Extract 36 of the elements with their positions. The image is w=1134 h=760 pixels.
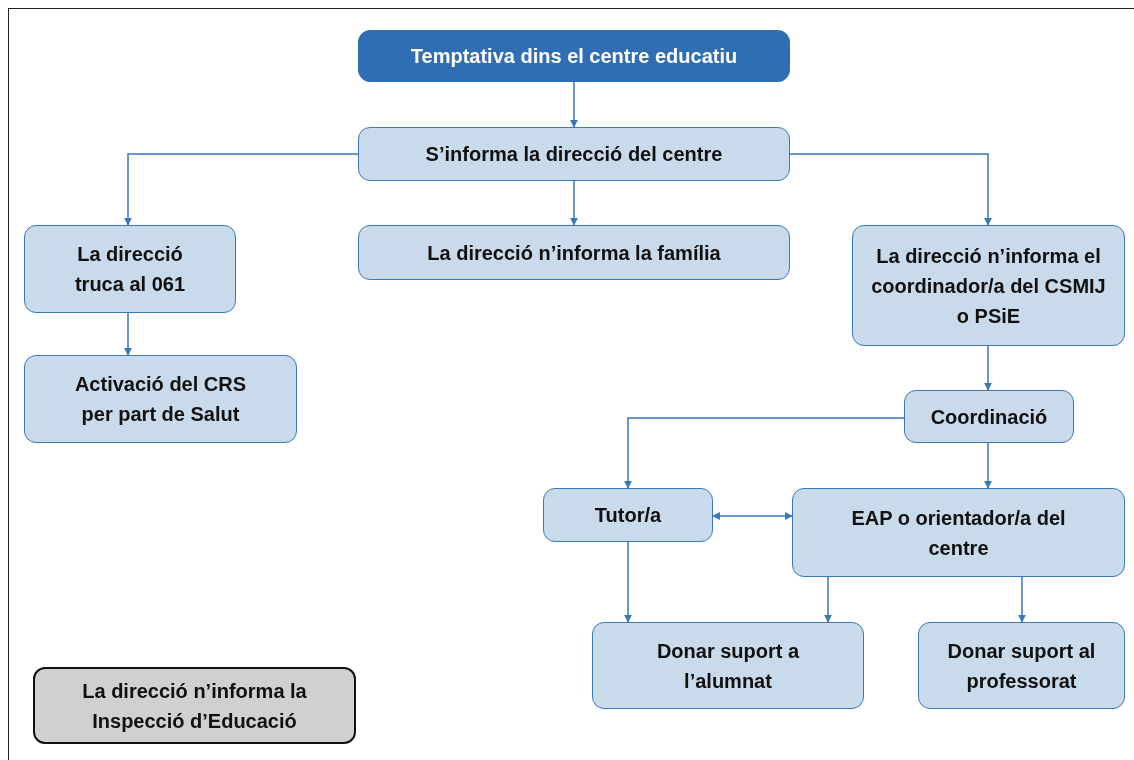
box-label: Activació del CRS per part de Salut xyxy=(73,372,248,427)
process-box xyxy=(543,488,713,542)
box-label: Donar suport al professorat xyxy=(946,638,1097,694)
arrow xyxy=(624,417,905,489)
process-box xyxy=(592,622,864,709)
box-label: Temptativa dins el centre educatiu xyxy=(410,44,738,69)
box-label: Coordinació xyxy=(930,404,1048,430)
arrow xyxy=(824,576,832,623)
arrow xyxy=(624,541,632,623)
arrow xyxy=(570,180,578,226)
box-label: S’informa la direcció del centre xyxy=(425,142,723,167)
box-label: Tutor/a xyxy=(594,503,662,528)
arrow xyxy=(984,442,992,489)
box-label: La direcció n’informa la Inspecció d’Educació xyxy=(81,678,308,734)
arrow xyxy=(570,81,578,128)
box-label: Donar suport a l’alumnat xyxy=(655,638,801,694)
arrow xyxy=(789,153,992,226)
start-box xyxy=(358,30,790,82)
arrow xyxy=(124,312,132,356)
box-label: La direcció n’informa la família xyxy=(427,240,721,266)
box-label: EAP o orientador/a del centre xyxy=(850,505,1067,561)
process-box xyxy=(358,127,790,181)
arrow xyxy=(712,512,793,520)
process-box xyxy=(24,355,297,443)
process-box xyxy=(918,622,1125,709)
arrow xyxy=(984,345,992,391)
process-box xyxy=(24,225,236,313)
arrow xyxy=(1018,576,1026,623)
box-label: La direcció n’informa el coordinador/a del CSMIJ o PSiE xyxy=(870,243,1107,329)
process-box xyxy=(792,488,1125,577)
box-label: La direcció truca al 061 xyxy=(73,242,187,297)
process-box xyxy=(358,225,790,280)
note-box xyxy=(33,667,356,744)
process-box xyxy=(852,225,1125,346)
arrow xyxy=(124,153,359,226)
process-box xyxy=(904,390,1074,443)
